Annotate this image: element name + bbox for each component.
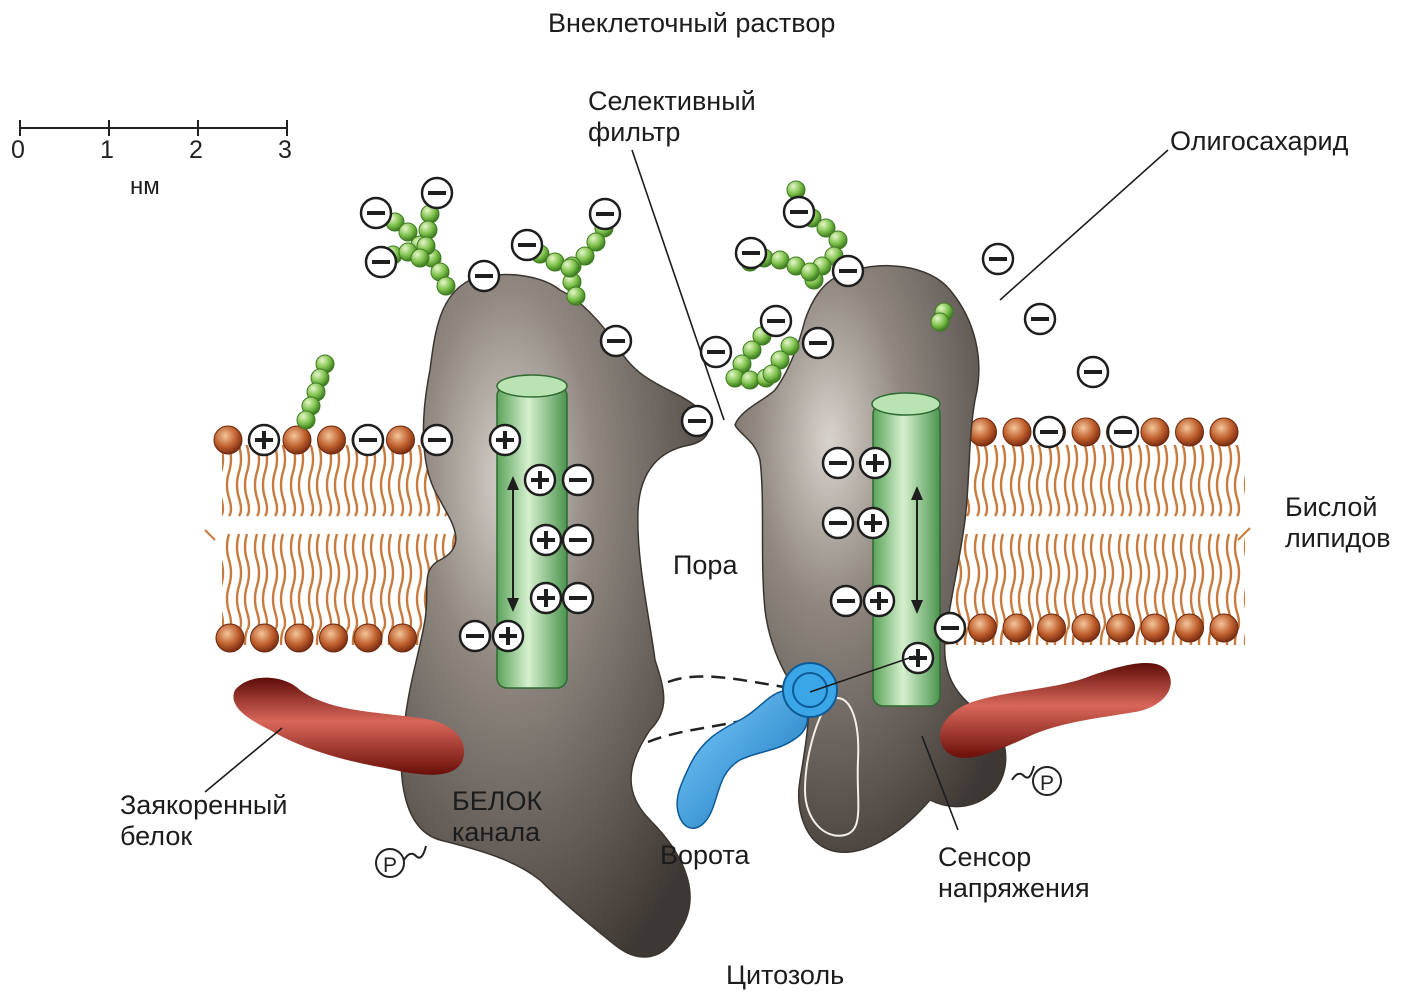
lipid-head [1003,614,1031,642]
lipid-head [1210,614,1238,642]
negative-charge-icon [469,261,499,291]
lipid-head [389,624,417,652]
negative-charge-icon [563,583,593,613]
sugar-bead [437,277,455,295]
sugar-bead [829,231,847,249]
negative-charge-icon [422,425,452,455]
label-anchored-protein: Заякоренный белок [120,790,287,852]
lipid-head [387,426,415,454]
label-extracellular: Внеклеточный раствор [548,8,835,38]
positive-charge-icon [864,586,894,616]
lipid-head [1072,418,1100,446]
negative-charge-icon [366,247,396,277]
phosphate-left: P [376,846,426,877]
lipid-head [283,426,311,454]
sugar-bead [763,365,781,383]
positive-charge-icon [249,425,279,455]
lipid-head [318,426,346,454]
lipid-head [216,624,244,652]
positive-charge-icon [531,525,561,555]
positive-charge-icon [531,583,561,613]
scale-bar [20,120,287,136]
label-channel-protein: БЕЛОК канала [452,786,542,848]
label-pore: Пора [673,550,737,580]
scale-tick-3: 3 [278,136,292,165]
scale-tick-1: 1 [100,136,114,165]
lipid-head [214,426,242,454]
scale-unit: нм [130,172,160,202]
negative-charge-icon [761,306,791,336]
lipid-head [1141,614,1169,642]
label-voltage-sensor: Сенсор напряжения [938,842,1090,904]
sugar-bead [801,263,819,281]
lipid-head [1141,418,1169,446]
negative-charge-icon [823,508,853,538]
lipid-head [251,624,279,652]
negative-charge-icon [831,586,861,616]
negative-charge-icon [353,425,383,455]
label-cytosol: Цитозоль [726,960,844,990]
label-lipid-bilayer: Бислой липидов [1285,492,1391,554]
lipid-head [1038,614,1066,642]
label-oligosaccharide: Олигосахарид [1170,126,1348,156]
negative-charge-icon [422,178,452,208]
svg-text:P: P [1040,772,1054,795]
positive-charge-icon [858,508,888,538]
sugar-bead [741,371,759,389]
negative-charge-icon [935,613,965,643]
negative-charge-icon [460,621,490,651]
label-selective-filter: Селективный фильтр [588,86,756,148]
positive-charge-icon [860,448,890,478]
negative-charge-icon [1025,304,1055,334]
negative-charge-icon [590,199,620,229]
scale-tick-2: 2 [189,136,203,165]
phosphate-right: P [1012,766,1061,795]
lipid-head [285,624,313,652]
sugar-bead [297,411,315,429]
label-gate: Ворота [660,840,750,870]
negative-charge-icon [833,256,863,286]
negative-charge-icon [701,337,731,367]
negative-charge-icon [736,238,766,268]
negative-charge-icon [983,244,1013,274]
sugar-bead [411,249,429,267]
negative-charge-icon [682,406,712,436]
lipid-head [1003,418,1031,446]
positive-charge-icon [525,465,555,495]
anchored-protein-right [940,663,1171,758]
lipid-head [1176,418,1204,446]
sugar-bead [567,287,585,305]
sugar-bead [931,313,949,331]
negative-charge-icon [1108,417,1138,447]
negative-charge-icon [361,198,391,228]
negative-charge-icon [601,326,631,356]
lipid-head [969,614,997,642]
negative-charge-icon [563,465,593,495]
sugar-bead [419,221,437,239]
negative-charge-icon [803,328,833,358]
negative-charge-icon [784,197,814,227]
scale-tick-0: 0 [11,136,25,165]
svg-text:P: P [383,854,397,877]
lipid-head [354,624,382,652]
negative-charge-icon [1078,357,1108,387]
lipid-head [1072,614,1100,642]
lipid-head [320,624,348,652]
negative-charge-icon [823,448,853,478]
negative-charge-icon [512,230,542,260]
sugar-bead [771,251,789,269]
sugar-bead [561,259,579,277]
positive-charge-icon [490,425,520,455]
negative-charge-icon [563,525,593,555]
lipid-head [1176,614,1204,642]
lipid-head [1210,418,1238,446]
negative-charge-icon [1034,417,1064,447]
positive-charge-icon [493,621,523,651]
lipid-head [1107,614,1135,642]
